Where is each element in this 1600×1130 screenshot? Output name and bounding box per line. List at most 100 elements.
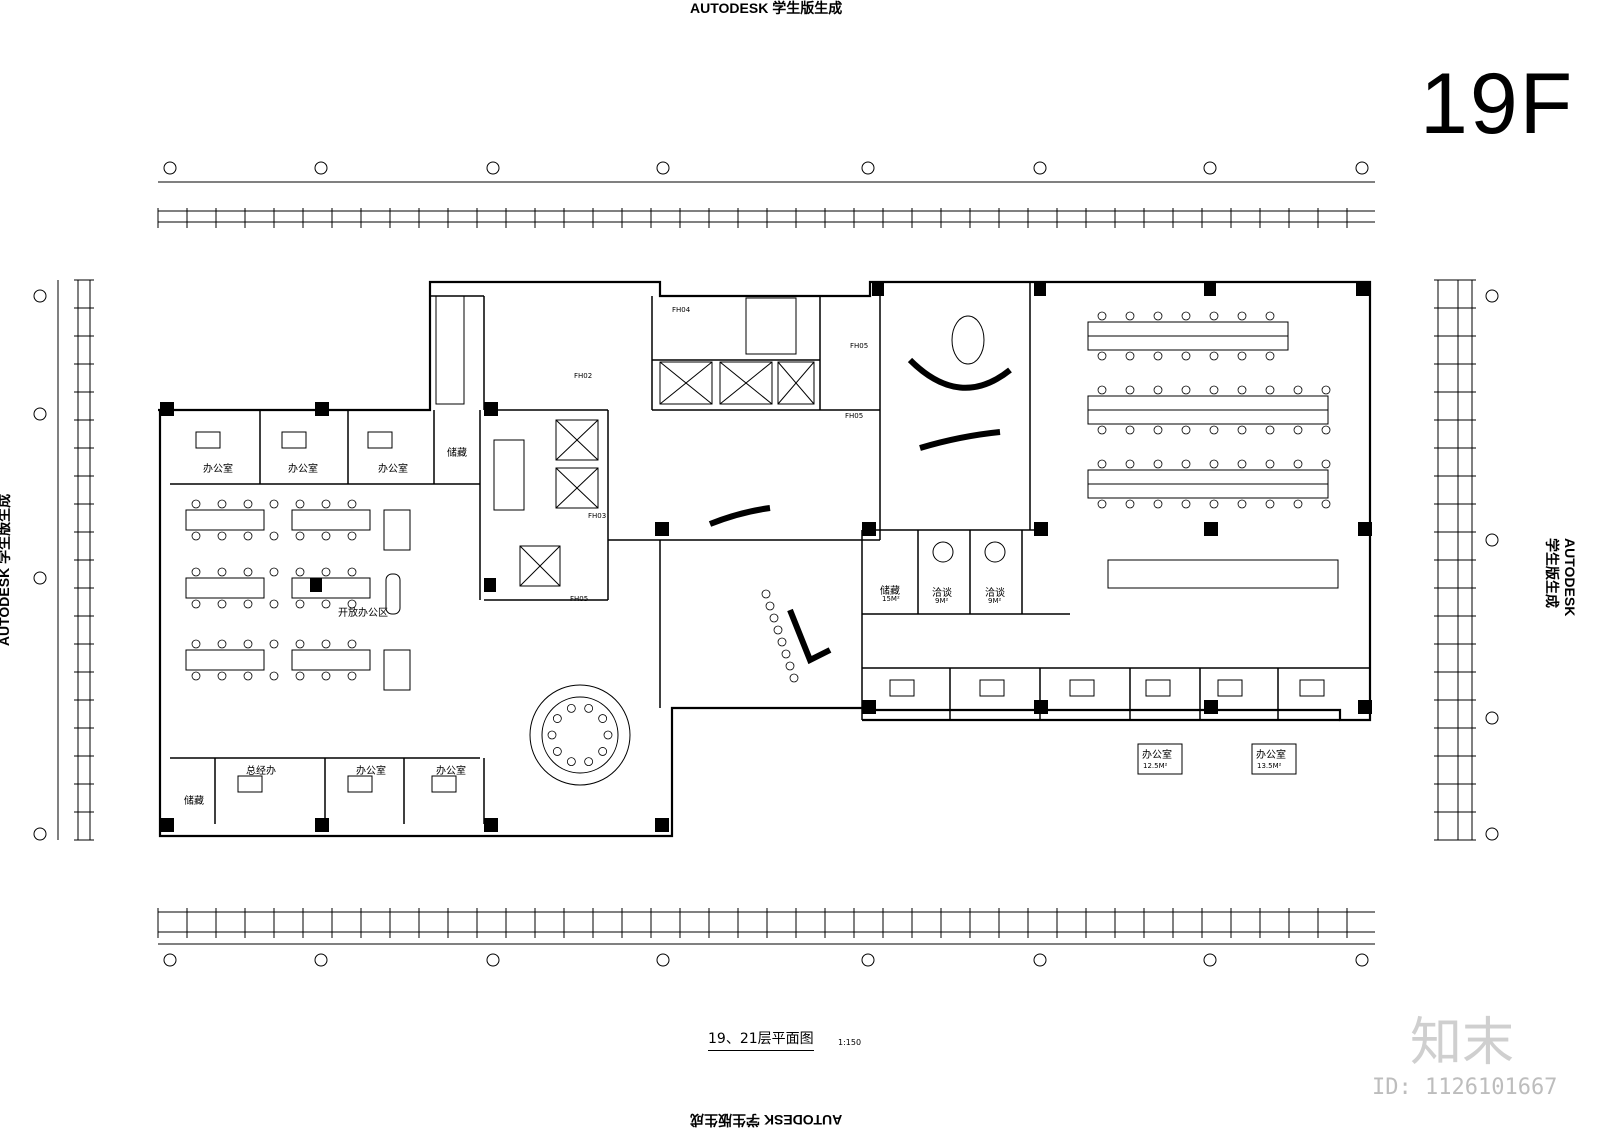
chair — [1125, 499, 1135, 509]
room-office-5: 办公室 — [436, 766, 466, 777]
room-meeting-2: 洽谈 — [985, 588, 1005, 599]
chair — [347, 531, 357, 541]
room-storage-3: 储藏 — [880, 586, 900, 597]
chair — [191, 639, 201, 649]
chair — [347, 567, 357, 577]
chair — [1209, 459, 1219, 469]
fh-tag-4: FH04 — [672, 306, 691, 314]
watermark-id: ID: 1126101667 — [1372, 1075, 1558, 1100]
chair — [1293, 385, 1303, 395]
autodesk-header-top: AUTODESK 学生版生成 — [690, 0, 843, 16]
chair — [603, 730, 613, 740]
drawing-scale: 1:150 — [838, 1038, 862, 1047]
chair — [243, 639, 253, 649]
chair — [1153, 459, 1163, 469]
room-office-1: 办公室 — [203, 464, 233, 475]
chair — [1097, 425, 1107, 435]
chair — [217, 639, 227, 649]
room-open-office: 开放办公区 — [338, 608, 388, 619]
chair — [295, 499, 305, 509]
chair — [217, 599, 227, 609]
chair — [217, 499, 227, 509]
chair — [1181, 425, 1191, 435]
watermark-brand: 知末 — [1410, 1013, 1515, 1073]
chair — [789, 673, 799, 683]
chair — [1209, 385, 1219, 395]
chair — [217, 567, 227, 577]
chair — [552, 747, 562, 756]
chair — [269, 599, 279, 609]
fh-tag-2: FH03 — [588, 512, 607, 520]
drawing-title: 19、21层平面图 — [708, 1028, 814, 1051]
chair — [1097, 459, 1107, 469]
chair — [1125, 459, 1135, 469]
chair — [321, 567, 331, 577]
room-office-6-area: 12.5M² — [1143, 762, 1168, 770]
chair — [1097, 311, 1107, 321]
chair — [1265, 459, 1275, 469]
chair — [547, 730, 557, 740]
chair — [191, 531, 201, 541]
chair — [243, 531, 253, 541]
chair — [269, 499, 279, 509]
chair — [1321, 425, 1331, 435]
chair — [1237, 385, 1247, 395]
chair — [1181, 459, 1191, 469]
chair — [1209, 499, 1219, 509]
chair — [1237, 311, 1247, 321]
chair — [1153, 499, 1163, 509]
chair — [552, 714, 562, 723]
chair — [1209, 425, 1219, 435]
chair — [773, 625, 783, 635]
room-office-2: 办公室 — [288, 464, 318, 475]
chair — [295, 567, 305, 577]
chair — [269, 671, 279, 681]
chair — [781, 649, 791, 659]
room-meeting-2-area: 9M² — [988, 597, 1002, 605]
chair — [1265, 311, 1275, 321]
chair — [269, 639, 279, 649]
room-office-7: 办公室 — [1256, 750, 1286, 761]
chair — [1265, 385, 1275, 395]
room-storage-2: 储藏 — [184, 796, 204, 807]
chair — [769, 613, 779, 623]
chair — [1125, 425, 1135, 435]
chair — [1293, 499, 1303, 509]
room-office-3: 办公室 — [378, 464, 408, 475]
chair — [1097, 385, 1107, 395]
chair — [191, 499, 201, 509]
chair — [584, 703, 594, 713]
floor-label: 19F — [1420, 56, 1575, 152]
chair — [761, 589, 771, 599]
chair — [1237, 425, 1247, 435]
chair — [321, 499, 331, 509]
chair — [217, 531, 227, 541]
chair — [191, 567, 201, 577]
chair — [321, 531, 331, 541]
chair — [295, 671, 305, 681]
chair — [1097, 499, 1107, 509]
chair — [1321, 499, 1331, 509]
chair — [1153, 351, 1163, 361]
chair — [191, 599, 201, 609]
chair — [1125, 351, 1135, 361]
chair — [1265, 425, 1275, 435]
chair — [347, 499, 357, 509]
chair — [1293, 425, 1303, 435]
fh-tag-3: FH02 — [574, 372, 593, 380]
chair — [1181, 499, 1191, 509]
chair — [1097, 351, 1107, 361]
room-gm-office: 总经办 — [246, 766, 276, 777]
room-meeting-1-area: 9M² — [935, 597, 949, 605]
chair — [1125, 311, 1135, 321]
room-office-7-area: 13.5M² — [1257, 762, 1282, 770]
chair — [347, 639, 357, 649]
chair — [777, 637, 787, 647]
chair — [295, 599, 305, 609]
chair — [191, 671, 201, 681]
chair — [269, 567, 279, 577]
chair — [295, 639, 305, 649]
chair — [1181, 351, 1191, 361]
chair — [1237, 499, 1247, 509]
